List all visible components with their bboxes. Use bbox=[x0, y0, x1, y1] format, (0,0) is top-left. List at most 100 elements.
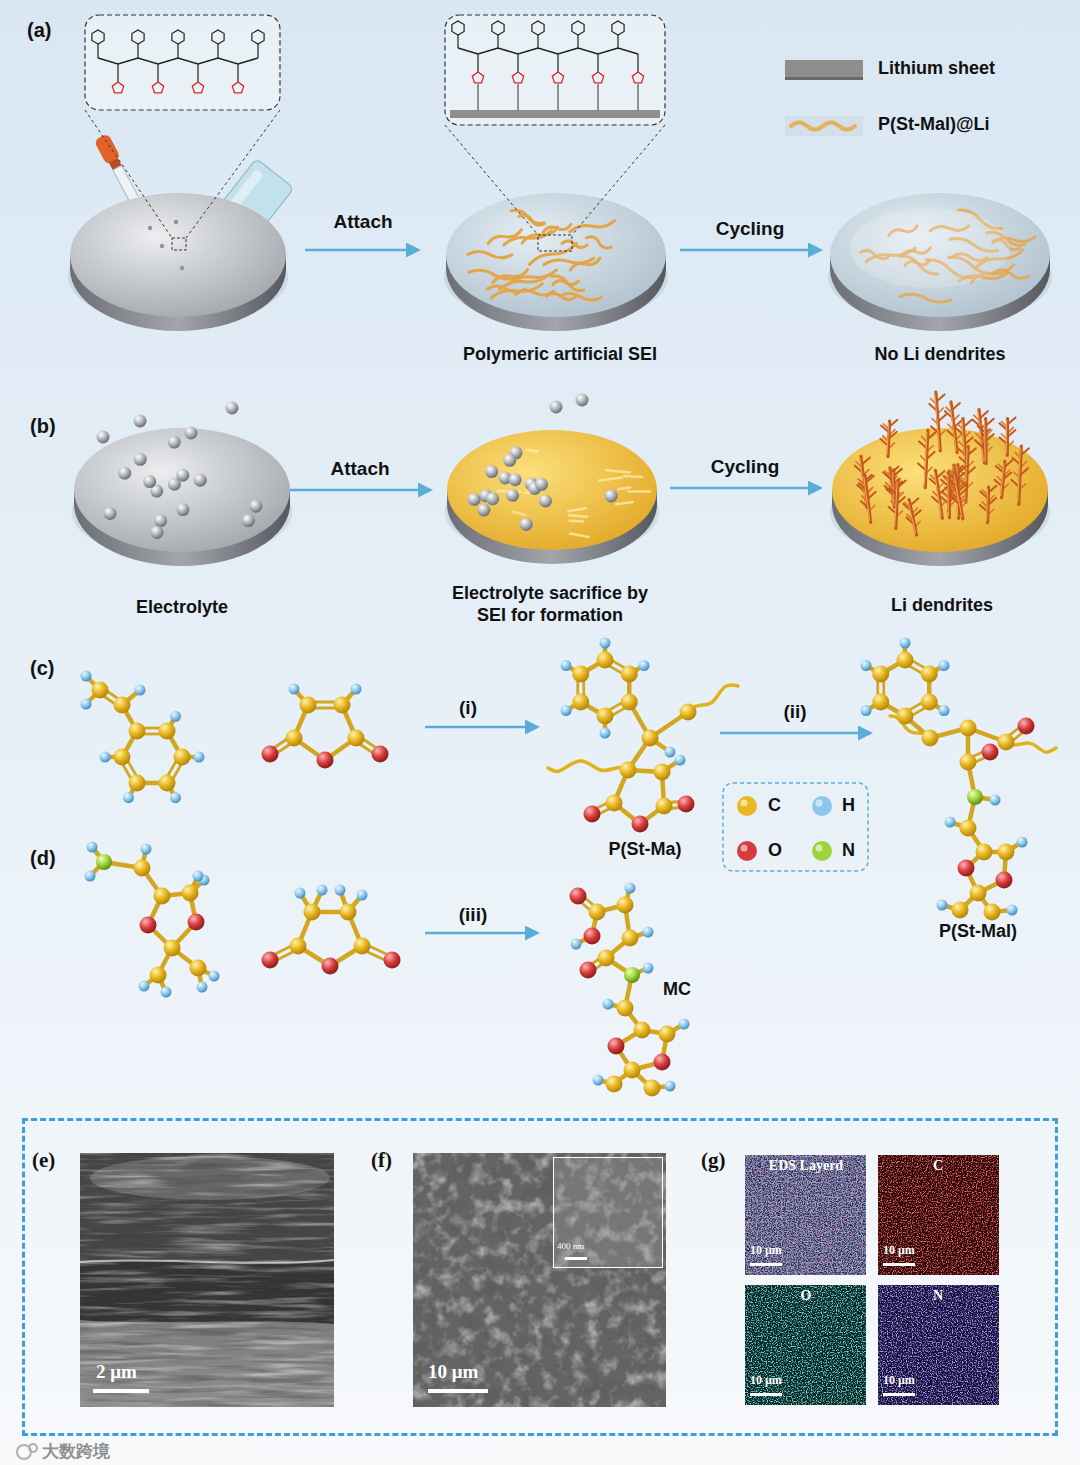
eds-speckle bbox=[745, 1285, 866, 1405]
li-dendrite bbox=[973, 410, 990, 463]
eds-speckle bbox=[878, 1285, 999, 1405]
side-bond bbox=[537, 35, 538, 48]
atom bbox=[900, 638, 911, 649]
eds-map: EDS Layerd10 μm bbox=[745, 1155, 866, 1275]
panel-letter-slot: (g) bbox=[701, 1148, 726, 1173]
succinic-anhydride-model bbox=[262, 885, 401, 975]
legend-sample bbox=[812, 841, 832, 861]
panel-letter-slot: (e) bbox=[32, 1148, 55, 1173]
dioxolane-ring bbox=[232, 82, 243, 93]
eds-map: N10 μm bbox=[878, 1285, 999, 1405]
atom bbox=[584, 806, 601, 823]
legend-swatch bbox=[791, 123, 855, 130]
eds-speckle bbox=[878, 1155, 999, 1275]
arrow-label-slot: (i) bbox=[459, 697, 477, 720]
atom bbox=[642, 730, 659, 747]
side-bond bbox=[217, 44, 218, 58]
map-title-slot: N bbox=[933, 1288, 943, 1305]
polymer-strand bbox=[546, 293, 576, 300]
atom bbox=[114, 697, 131, 714]
panel-frame: (e)(f)(g)2 μm10 μm400 nmEDS Layerd10 μmC… bbox=[22, 1118, 1058, 1436]
atom bbox=[617, 897, 634, 914]
li-ion bbox=[226, 402, 239, 415]
arrow-label-slot: (iii) bbox=[459, 904, 488, 927]
atom bbox=[317, 885, 328, 896]
atom bbox=[289, 684, 300, 695]
li-ion bbox=[242, 514, 255, 527]
polymer-strand bbox=[899, 294, 951, 303]
atom bbox=[597, 652, 614, 669]
caption: No Li dendrites bbox=[874, 344, 1005, 366]
reaction-arrow bbox=[425, 726, 537, 729]
disk-top bbox=[70, 193, 286, 317]
polymer-strand bbox=[586, 235, 613, 250]
scale-label: 10 μm bbox=[750, 1373, 782, 1387]
li-dendrite bbox=[956, 419, 973, 470]
atom bbox=[96, 854, 112, 870]
sei-disk bbox=[447, 394, 657, 565]
dendrite-stem bbox=[865, 475, 871, 522]
legend-sample bbox=[737, 841, 757, 861]
dendrite-stem bbox=[986, 487, 990, 523]
atom bbox=[372, 746, 389, 763]
droplet bbox=[148, 226, 152, 230]
atom bbox=[665, 747, 676, 758]
li-ion bbox=[104, 507, 117, 520]
arrow-label: (iii) bbox=[459, 904, 488, 927]
li-ion bbox=[539, 494, 552, 507]
reaction-arrow bbox=[425, 932, 537, 935]
atom bbox=[960, 754, 977, 771]
legend-label-slot: P(St-Mal)@Li bbox=[878, 114, 990, 136]
panel-letter: (f) bbox=[371, 1148, 392, 1173]
atom bbox=[606, 795, 623, 812]
atom bbox=[154, 888, 171, 905]
scale-bar bbox=[883, 1393, 915, 1396]
scale-label-slot: 10 μm bbox=[750, 1243, 782, 1257]
dioxolane-ring bbox=[632, 72, 643, 83]
dendrite-shine bbox=[934, 472, 941, 516]
atom bbox=[197, 982, 208, 993]
dendrite-shine bbox=[924, 432, 927, 485]
atom bbox=[982, 744, 999, 761]
dendrite-stem bbox=[966, 446, 968, 502]
atom bbox=[572, 694, 589, 711]
li-dendrite bbox=[978, 419, 994, 464]
cycled-disk bbox=[830, 193, 1050, 331]
scale-label: 2 μm bbox=[96, 1361, 137, 1384]
dendrite-stem bbox=[1006, 419, 1009, 456]
atom bbox=[190, 960, 207, 977]
li-ion bbox=[506, 489, 519, 502]
panel-letter-slot: (b) bbox=[30, 414, 56, 438]
atom bbox=[174, 749, 191, 766]
phenyl-ring bbox=[252, 30, 264, 44]
atom bbox=[295, 888, 306, 899]
caption-slot: P(St-Ma) bbox=[609, 839, 682, 861]
surface-sheen bbox=[850, 208, 1010, 288]
dendrite-shine bbox=[1006, 421, 1007, 454]
legend-sample bbox=[812, 796, 832, 816]
polymer-strand bbox=[552, 278, 579, 288]
sem-texture bbox=[553, 1157, 663, 1268]
disk-stage: Li dendrites bbox=[820, 372, 1060, 622]
legend-label: N bbox=[842, 840, 855, 862]
polymer-strand bbox=[528, 241, 577, 268]
atom bbox=[625, 883, 636, 894]
atom bbox=[632, 816, 649, 833]
atom bbox=[659, 1026, 676, 1043]
arrow-label-slot: Attach bbox=[333, 211, 392, 234]
sem-inset-ground bbox=[553, 1157, 663, 1268]
amine-model bbox=[85, 842, 220, 998]
atom bbox=[129, 723, 146, 740]
atom bbox=[960, 820, 977, 837]
zoom-spot bbox=[538, 235, 572, 251]
side-bond bbox=[97, 44, 98, 58]
atom bbox=[209, 971, 220, 982]
scale-bar bbox=[93, 1389, 149, 1393]
scale-label-slot: 2 μm bbox=[96, 1361, 137, 1384]
sei-disk bbox=[832, 392, 1048, 566]
phenyl-ring bbox=[452, 21, 464, 35]
dioxolane-ring bbox=[512, 72, 523, 83]
atom bbox=[340, 904, 357, 921]
atom bbox=[654, 1054, 671, 1071]
